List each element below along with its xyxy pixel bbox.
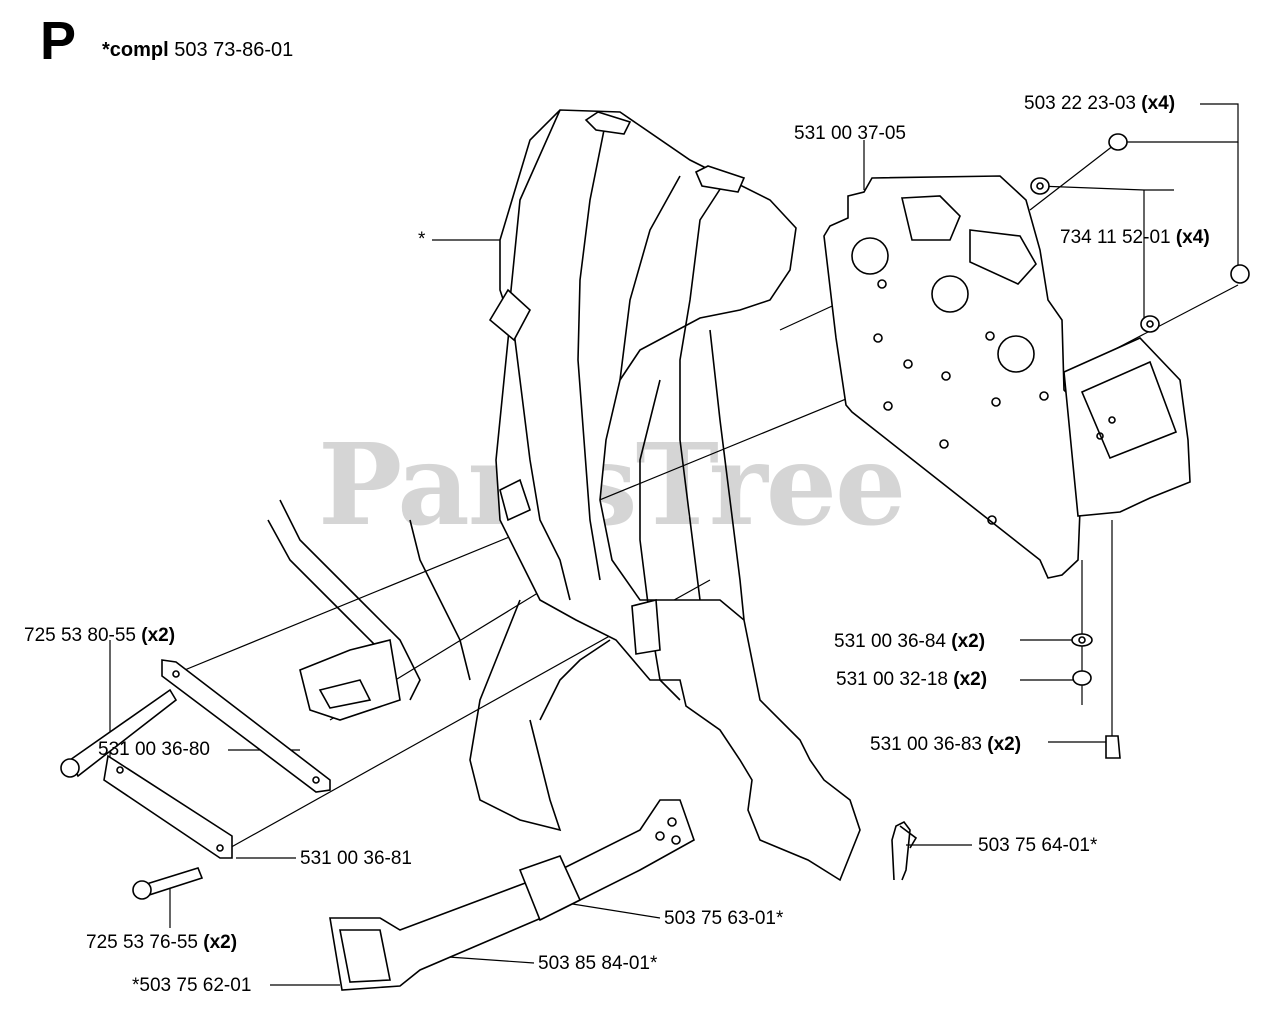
- back-plate-drawing: [823, 175, 1191, 579]
- callout-503-75-63-01[interactable]: 503 75 63-01*: [664, 909, 783, 928]
- part-number: 503 22 23-03: [1024, 93, 1136, 114]
- callout-503-75-62-01[interactable]: *503 75 62-01: [132, 976, 251, 995]
- part-number: 503 85 84-01*: [538, 953, 658, 974]
- part-qty: (x2): [951, 631, 986, 652]
- compl-label: *compl 503 73-86-01: [102, 40, 293, 60]
- callout-725-53-80-55[interactable]: 725 53 80-55 (x2): [24, 626, 175, 645]
- callout-503-85-84-01[interactable]: 503 85 84-01*: [538, 954, 657, 973]
- callout-531-00-36-81[interactable]: 531 00 36-81: [300, 849, 412, 868]
- compl-prefix: *compl: [102, 39, 169, 61]
- callout-compl-star[interactable]: *: [418, 230, 425, 249]
- part-number: 503 75 63-01*: [664, 908, 784, 929]
- callout-531-00-37-05[interactable]: 531 00 37-05: [794, 124, 906, 143]
- part-number: *503 75 62-01: [132, 975, 252, 996]
- part-number: 531 00 37-05: [794, 123, 906, 144]
- part-qty: (x2): [203, 932, 238, 953]
- callout-531-00-36-83[interactable]: 531 00 36-83 (x2): [870, 735, 1021, 754]
- waist-belt-drawing: [329, 799, 695, 991]
- part-qty: (x4): [1141, 93, 1176, 114]
- callout-531-00-36-84[interactable]: 531 00 36-84 (x2): [834, 632, 985, 651]
- part-number: 725 53 76-55: [86, 932, 198, 953]
- callout-531-00-36-80[interactable]: 531 00 36-80: [98, 740, 210, 759]
- harness-drawing: [267, 109, 861, 882]
- part-number: 531 00 32-18: [836, 669, 948, 690]
- part-number: 531 00 36-80: [98, 739, 210, 760]
- pin-clip-drawing: [891, 820, 918, 881]
- part-number: 531 00 36-83: [870, 734, 982, 755]
- section-letter: P: [40, 11, 77, 71]
- watermark-text: PartsTree: [318, 420, 906, 551]
- part-qty: (x4): [1175, 227, 1210, 248]
- part-number: 531 00 36-84: [834, 631, 946, 652]
- part-number: 725 53 80-55: [24, 625, 136, 646]
- callout-503-22-23-03[interactable]: 503 22 23-03 (x4): [1024, 94, 1175, 113]
- part-number: *: [418, 229, 426, 250]
- callout-503-75-64-01[interactable]: 503 75 64-01*: [978, 836, 1097, 855]
- compl-number: 503 73-86-01: [174, 39, 294, 61]
- callout-734-11-52-01[interactable]: 734 11 52-01 (x4): [1060, 228, 1210, 247]
- part-qty: (x2): [953, 669, 988, 690]
- part-number: 531 00 36-81: [300, 848, 412, 869]
- part-number: 734 11 52-01: [1060, 227, 1171, 248]
- part-qty: (x2): [987, 734, 1022, 755]
- callout-725-53-76-55[interactable]: 725 53 76-55 (x2): [86, 933, 237, 952]
- part-qty: (x2): [141, 625, 176, 646]
- left-hardware-drawing: [60, 659, 331, 900]
- hardware-drawing: [1030, 133, 1250, 759]
- part-number: 503 75 64-01*: [978, 835, 1098, 856]
- callout-531-00-32-18[interactable]: 531 00 32-18 (x2): [836, 670, 987, 689]
